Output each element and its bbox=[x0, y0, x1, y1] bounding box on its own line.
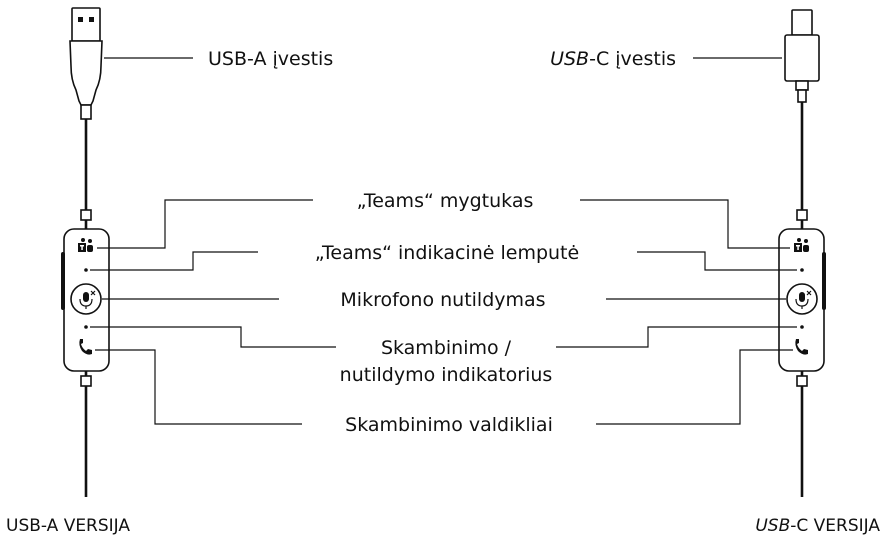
usb-a-plug-boot bbox=[69, 40, 103, 106]
microphone-mute-icon[interactable] bbox=[70, 283, 102, 315]
usb-a-input-label: USB-A įvestis bbox=[208, 48, 333, 70]
mic-mute-label: Mikrofono nutildymas bbox=[340, 289, 545, 311]
teams-icon[interactable] bbox=[794, 238, 809, 252]
usb-a-plug bbox=[71, 7, 101, 42]
teams-button-label: „Teams“ mygtukas bbox=[357, 190, 534, 212]
teams-icon[interactable] bbox=[78, 238, 93, 252]
led-indicator-icon bbox=[800, 268, 804, 272]
usb-c-plug-boot bbox=[784, 34, 820, 82]
usb-c-input-label-italic: USB bbox=[550, 48, 589, 70]
usb-c-device bbox=[778, 9, 826, 497]
call-mute-indicator-label-line2: nutildymo indikatorius bbox=[340, 364, 553, 386]
usb-a-device bbox=[61, 7, 110, 497]
usb-c-input-label: USB-C įvestis bbox=[550, 48, 676, 70]
led-indicator-icon bbox=[800, 325, 804, 329]
usb-c-version-caption-rest: -C VERSIJA bbox=[790, 516, 880, 536]
phone-icon[interactable] bbox=[79, 339, 92, 355]
phone-icon[interactable] bbox=[795, 339, 808, 355]
call-mute-indicator-label-line1: Skambinimo / bbox=[381, 337, 512, 359]
teams-indicator-label: „Teams“ indikacinė lemputė bbox=[315, 242, 579, 264]
usb-c-version-caption: USB-C VERSIJA bbox=[755, 516, 880, 536]
leader-lines bbox=[90, 57, 797, 425]
usb-c-input-label-rest: -C įvestis bbox=[589, 48, 676, 70]
call-controls-label: Skambinimo valdikliai bbox=[345, 414, 553, 436]
microphone-mute-icon[interactable] bbox=[786, 283, 818, 315]
usb-a-strain-relief bbox=[80, 104, 92, 120]
usb-a-version-caption: USB-A VERSIJA bbox=[6, 516, 130, 536]
led-indicator-icon bbox=[84, 325, 88, 329]
led-indicator-icon bbox=[84, 268, 88, 272]
usb-c-plug bbox=[791, 9, 813, 36]
usb-c-version-caption-italic: USB bbox=[755, 516, 790, 536]
